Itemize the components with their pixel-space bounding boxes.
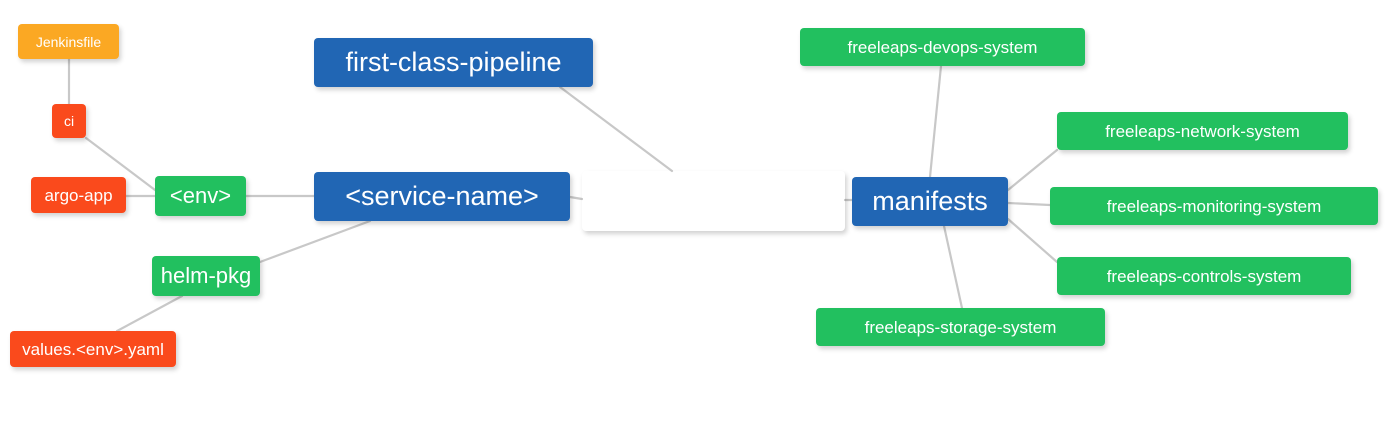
node-label-values-yaml: values.<env>.yaml — [22, 339, 164, 359]
edge-manifests-to-freeleaps-network-system — [1006, 148, 1059, 192]
node-label-freeleaps-network-system: freeleaps-network-system — [1105, 121, 1300, 141]
node-label-env: <env> — [169, 183, 232, 208]
node-freeleaps-storage-system[interactable]: freeleaps-storage-system — [816, 308, 1105, 346]
node-helm-pkg[interactable]: helm-pkg — [152, 256, 260, 296]
node-env[interactable]: <env> — [155, 176, 246, 216]
edge-manifests-to-freeleaps-controls-system — [1006, 217, 1059, 264]
edge-first-class-pipeline-to-freeleaps-ops — [558, 85, 674, 173]
node-jenkinsfile[interactable]: Jenkinsfile — [18, 24, 119, 59]
node-freeleaps-network-system[interactable]: freeleaps-network-system — [1057, 112, 1348, 150]
node-label-manifests: manifests — [872, 186, 988, 216]
node-label-freeleaps-storage-system: freeleaps-storage-system — [864, 317, 1057, 337]
node-label-jenkinsfile: Jenkinsfile — [35, 33, 102, 50]
edge-service-name-to-freeleaps-ops — [568, 195, 584, 201]
node-first-class-pipeline[interactable]: first-class-pipeline — [314, 38, 593, 87]
edge-manifests-to-freeleaps-monitoring-system — [1006, 201, 1052, 207]
node-values-yaml[interactable]: values.<env>.yaml — [10, 331, 176, 367]
edge-manifests-to-freeleaps-devops-system — [928, 64, 943, 179]
node-freeleaps-monitoring-system[interactable]: freeleaps-monitoring-system — [1050, 187, 1378, 225]
node-label-freeleaps-devops-system: freeleaps-devops-system — [847, 37, 1038, 57]
node-label-ci: ci — [63, 113, 75, 129]
node-freeleaps-controls-system[interactable]: freeleaps-controls-system — [1057, 257, 1351, 295]
node-label-helm-pkg: helm-pkg — [160, 263, 252, 288]
edge-values-yaml-to-helm-pkg — [115, 294, 184, 333]
node-freeleaps-devops-system[interactable]: freeleaps-devops-system — [800, 28, 1085, 66]
node-label-freeleaps-controls-system: freeleaps-controls-system — [1106, 266, 1302, 286]
node-label-freeleaps-monitoring-system: freeleaps-monitoring-system — [1106, 196, 1322, 216]
edge-helm-pkg-to-service-name — [258, 219, 372, 264]
edge-manifests-to-freeleaps-storage-system — [942, 224, 964, 310]
node-freeleaps-ops[interactable]: freeleaps-ops — [582, 171, 845, 231]
node-argo-app[interactable]: argo-app — [31, 177, 126, 213]
node-label-first-class-pipeline: first-class-pipeline — [345, 47, 562, 77]
node-ci[interactable]: ci — [52, 104, 86, 138]
node-label-argo-app: argo-app — [44, 185, 113, 205]
node-label-freeleaps-ops: freeleaps-ops — [622, 184, 805, 217]
node-label-service-name: <service-name> — [345, 181, 539, 211]
node-service-name[interactable]: <service-name> — [314, 172, 570, 221]
node-manifests[interactable]: manifests — [852, 177, 1008, 226]
